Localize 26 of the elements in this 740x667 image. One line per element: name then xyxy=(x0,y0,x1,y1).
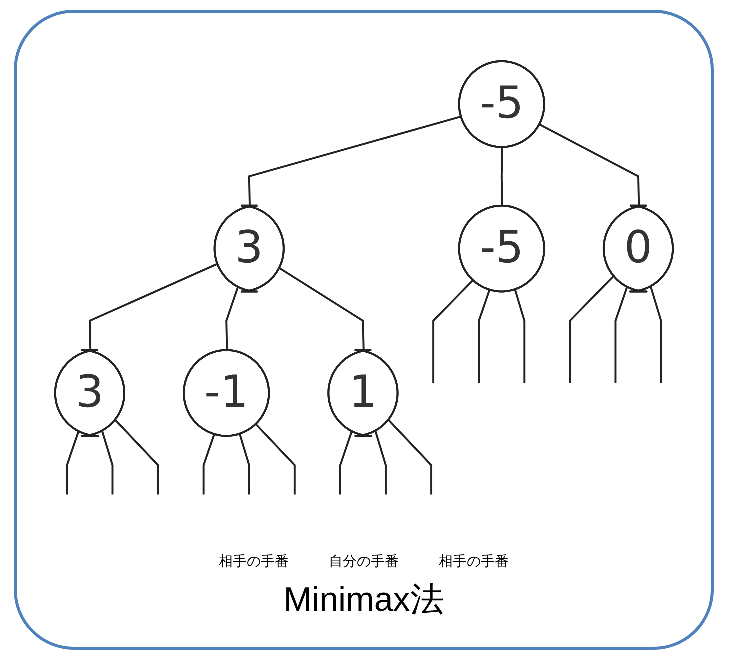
connector xyxy=(514,290,526,384)
level-label: 相手の手番 xyxy=(439,553,509,571)
connector xyxy=(88,263,218,352)
connector xyxy=(478,290,490,384)
connector xyxy=(114,420,160,495)
connector xyxy=(202,434,216,495)
connector xyxy=(500,148,504,207)
connector xyxy=(568,276,614,384)
connector xyxy=(388,420,432,495)
connector xyxy=(225,287,239,352)
connector xyxy=(256,424,296,495)
connector xyxy=(650,287,662,384)
level-label: 自分の手番 xyxy=(329,553,399,571)
connector xyxy=(540,124,640,207)
connector xyxy=(614,287,628,384)
connector xyxy=(374,432,387,495)
connector xyxy=(279,268,365,352)
connector xyxy=(66,432,80,495)
connector xyxy=(238,434,250,495)
caption: Minimax法 xyxy=(284,580,444,621)
connector xyxy=(248,116,462,207)
level-label: 相手の手番 xyxy=(219,553,289,571)
connector xyxy=(432,280,474,384)
frame-background: -5 3 -5 0 3 -1 1 相手の手番 自分の手番 相手の手番 Minimax法 xyxy=(14,10,714,650)
connector xyxy=(339,432,353,495)
connector xyxy=(101,432,114,495)
